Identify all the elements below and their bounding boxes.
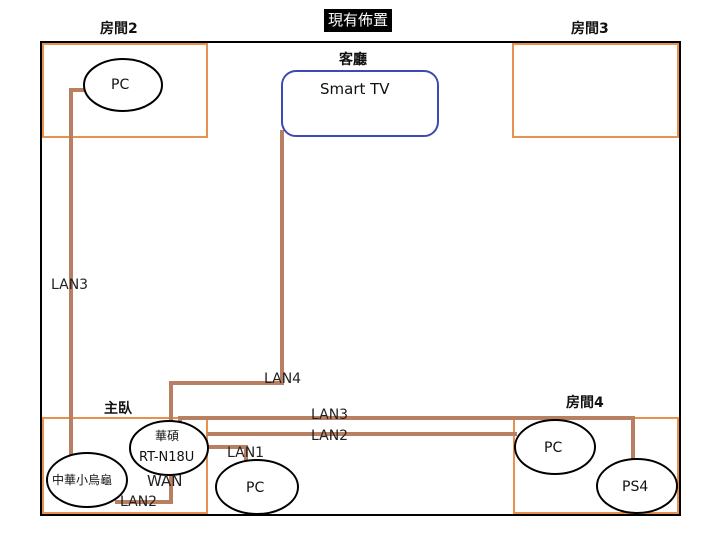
room2-pc-label: PC (111, 77, 130, 93)
room2-box (42, 43, 208, 138)
router-brand-label: 華碩 (155, 429, 180, 443)
lan3-vertical-label: LAN3 (51, 277, 89, 293)
outer-wall (40, 41, 681, 516)
ps4-node (596, 458, 678, 514)
smart-tv-node (281, 70, 439, 137)
lan2-modem-label: LAN2 (120, 494, 158, 510)
router-node (129, 420, 209, 476)
cable-lan3-room2 (69, 88, 88, 458)
master-pc-label: PC (246, 480, 265, 496)
lan2-horizontal-label: LAN2 (311, 428, 349, 444)
lan3-horizontal-label: LAN3 (311, 407, 349, 423)
master-bedroom-box (42, 417, 208, 514)
living-room-label: 客廳 (339, 52, 367, 68)
room4-pc-label: PC (544, 440, 563, 456)
room3-label: 房間3 (571, 21, 609, 37)
smart-tv-label: Smart TV (320, 80, 390, 98)
ps4-label: PS4 (622, 479, 649, 495)
lan4-label: LAN4 (264, 371, 302, 387)
room4-pc-node (514, 419, 596, 475)
master-pc-node (215, 459, 299, 515)
room3-box (512, 43, 679, 138)
diagram-title: 現有佈置 (324, 9, 393, 32)
room2-label: 房間2 (100, 21, 138, 37)
room2-pc-node (83, 58, 163, 112)
cable-lan4-tv (169, 130, 284, 425)
master-bedroom-label: 主臥 (104, 401, 132, 417)
router-model-label: RT-N18U (139, 450, 195, 465)
wan-label: WAN (147, 472, 183, 490)
room4-label: 房間4 (566, 395, 604, 411)
cable-lan1-pc (208, 445, 248, 461)
modem-node (46, 452, 128, 508)
modem-label: 中華小烏龜 (52, 473, 113, 487)
lan1-label: LAN1 (227, 445, 265, 461)
